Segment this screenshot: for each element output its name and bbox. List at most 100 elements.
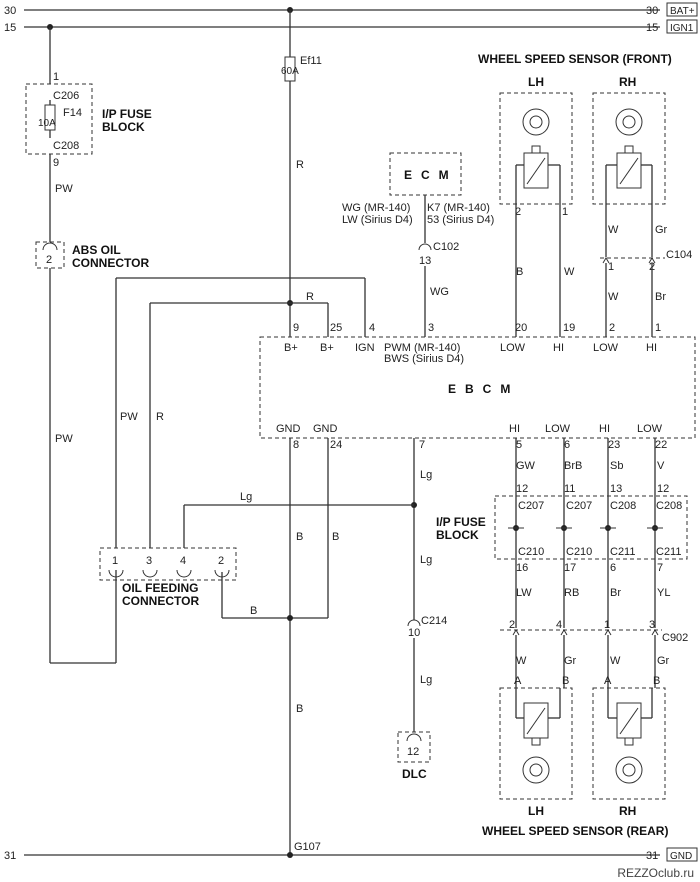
ign-rail-num-right: 15 (646, 22, 658, 34)
oil-feed-pin-4: 4 (180, 555, 186, 567)
rear-fuse-top-pin-4: 12 (657, 483, 669, 495)
bat-rail-num-left: 30 (4, 5, 16, 17)
rear-fuse-top-conn-2: C207 (566, 500, 592, 512)
front-lh-label: LH (528, 75, 544, 89)
wire-color-b-lh-front: B (516, 266, 523, 278)
ebcm-pin-4: 4 (369, 322, 375, 334)
ebcm-pin-2-name: LOW (593, 342, 619, 354)
ebcm-pin-8: 8 (293, 439, 299, 451)
oil-feed-pin-2: 2 (218, 555, 224, 567)
watermark: REZZOclub.ru (617, 866, 694, 880)
wire-color-b-oil: B (250, 605, 257, 617)
ebcm-pin-4-name: IGN (355, 342, 375, 354)
abs-oil-pin: 2 (46, 254, 52, 266)
wire-color-lg-horiz: Lg (240, 491, 252, 503)
ebcm-pin-9-name: B+ (284, 342, 298, 354)
junction-gnd (287, 615, 293, 621)
wire-color-w-rh-lower: W (608, 291, 619, 303)
ebcm-pin-1: 1 (655, 322, 661, 334)
ebcm-pin-7: 7 (419, 439, 425, 451)
fuse-ef11-name: Ef11 (300, 55, 322, 67)
gnd-rail: 31 31 GND (4, 847, 698, 862)
rear-fuse-top-pin-3: 13 (610, 483, 622, 495)
rear-fuse-top-conn-1: C207 (518, 500, 544, 512)
oil-feed-pin-3: 3 (146, 555, 152, 567)
wire-color-yl: YL (657, 587, 670, 599)
ebcm-pin-24: 24 (330, 439, 342, 451)
ebcm-pin-1-name: HI (646, 342, 657, 354)
oil-feed-title1: OIL FEEDING (122, 581, 198, 595)
front-lh-pin-b: 1 (562, 206, 568, 218)
ecm-right-line1: K7 (MR-140) (427, 202, 490, 214)
fuse-ef11-rating: 60A (281, 66, 299, 77)
ebcm-pin-2: 2 (609, 322, 615, 334)
front-lh-gear-icon (522, 108, 550, 136)
oil-feed-pin-1: 1 (112, 555, 118, 567)
ebcm-pin-5-name: HI (509, 423, 520, 435)
c902-name: C902 (662, 632, 688, 644)
front-lh-pin-a: 2 (515, 206, 521, 218)
c214-connector-icon (407, 619, 421, 627)
fuse-ef11: Ef11 60A (281, 10, 322, 82)
ebcm-pin-8-name: GND (276, 423, 301, 435)
rear-fuse-bottom-pin-1: 16 (516, 562, 528, 574)
ip-fuse-block-top: 1 C206 F14 10A C208 9 I/P FUSE BLOCK (25, 27, 152, 169)
wire-color-r-join: R (306, 291, 314, 303)
wire-color-b-gnd2: B (332, 531, 339, 543)
wire-color-r-mid: R (156, 411, 164, 423)
wire-color-sb: Sb (610, 460, 623, 472)
rear-fuse-top-conn-3: C208 (610, 500, 636, 512)
rear-rh-sensor: A B RH (592, 675, 666, 818)
rear-fuse-top-conn-4: C208 (656, 500, 682, 512)
c902-pin-3: 1 (604, 619, 610, 631)
ebcm-pin-3: 3 (428, 322, 434, 334)
gnd-rail-num-right: 31 (646, 850, 658, 862)
front-lh-sensor: LH 2 1 (499, 75, 573, 218)
gnd-rail-num-left: 31 (4, 850, 16, 862)
wire-color-gr-rl: Gr (564, 655, 577, 667)
wire-color-br: Br (610, 587, 621, 599)
c902-pin-4: 3 (649, 619, 655, 631)
wire-color-lg-low: Lg (420, 674, 432, 686)
dlc-connector: 12 DLC (397, 731, 431, 781)
dlc-label: DLC (402, 767, 427, 781)
ecm-module: ECM WG (MR-140) LW (Sirius D4) K7 (MR-14… (342, 152, 494, 226)
fuse-f14-pin-out: 9 (53, 157, 59, 169)
ebcm-pin-25: 25 (330, 322, 342, 334)
rear-rh-pin-b: B (653, 675, 660, 687)
c104-name: C104 (666, 249, 692, 261)
abs-oil-title1: ABS OIL (72, 243, 121, 257)
rear-fuse-bottom-pin-3: 6 (610, 562, 616, 574)
wire-color-w-rr: W (610, 655, 621, 667)
oil-feeding-connector: 1 3 4 2 OIL FEEDING CONNECTOR (99, 547, 237, 608)
bat-rail-label: BAT+ (670, 6, 695, 17)
ecm-left-line1: WG (MR-140) (342, 202, 410, 214)
wire-color-rb: RB (564, 587, 579, 599)
rear-fuse-top-pin-1: 12 (516, 483, 528, 495)
ebcm-pin-5: 5 (516, 439, 522, 451)
rear-lh-label: LH (528, 804, 544, 818)
c102-connector-icon (418, 243, 432, 251)
ground-g107: G107 (294, 841, 321, 853)
wire-color-b-gnd1: B (296, 531, 303, 543)
wire-color-w-lh-front: W (564, 266, 575, 278)
ip-fuse-block-top-title2: BLOCK (102, 120, 145, 134)
wire-color-w-rh-upper: W (608, 224, 619, 236)
c902-pin-1: 2 (509, 619, 515, 631)
front-rh-gear-icon (615, 108, 643, 136)
c214-pin: 10 (408, 627, 420, 639)
rear-fuse-bottom-conn-3: C211 (610, 546, 635, 558)
ebcm-pin-9: 9 (293, 322, 299, 334)
c104-pin-a: 1 (608, 261, 614, 273)
ebcm-pin-24-name: GND (313, 423, 338, 435)
wire-color-pw-left: PW (55, 433, 73, 445)
ebcm-pin-6: 6 (564, 439, 570, 451)
fuse-f14-rating: 10A (38, 118, 56, 129)
c102-pin: 13 (419, 255, 431, 267)
bat-rail-num-right: 30 (646, 5, 658, 17)
dlc-pin: 12 (407, 746, 419, 758)
ip-fuse-block-rear-title2: BLOCK (436, 528, 479, 542)
ip-fuse-block-top-title1: I/P FUSE (102, 107, 152, 121)
rear-lh-sensor: A B LH (499, 675, 573, 818)
front-rh-label: RH (619, 75, 636, 89)
